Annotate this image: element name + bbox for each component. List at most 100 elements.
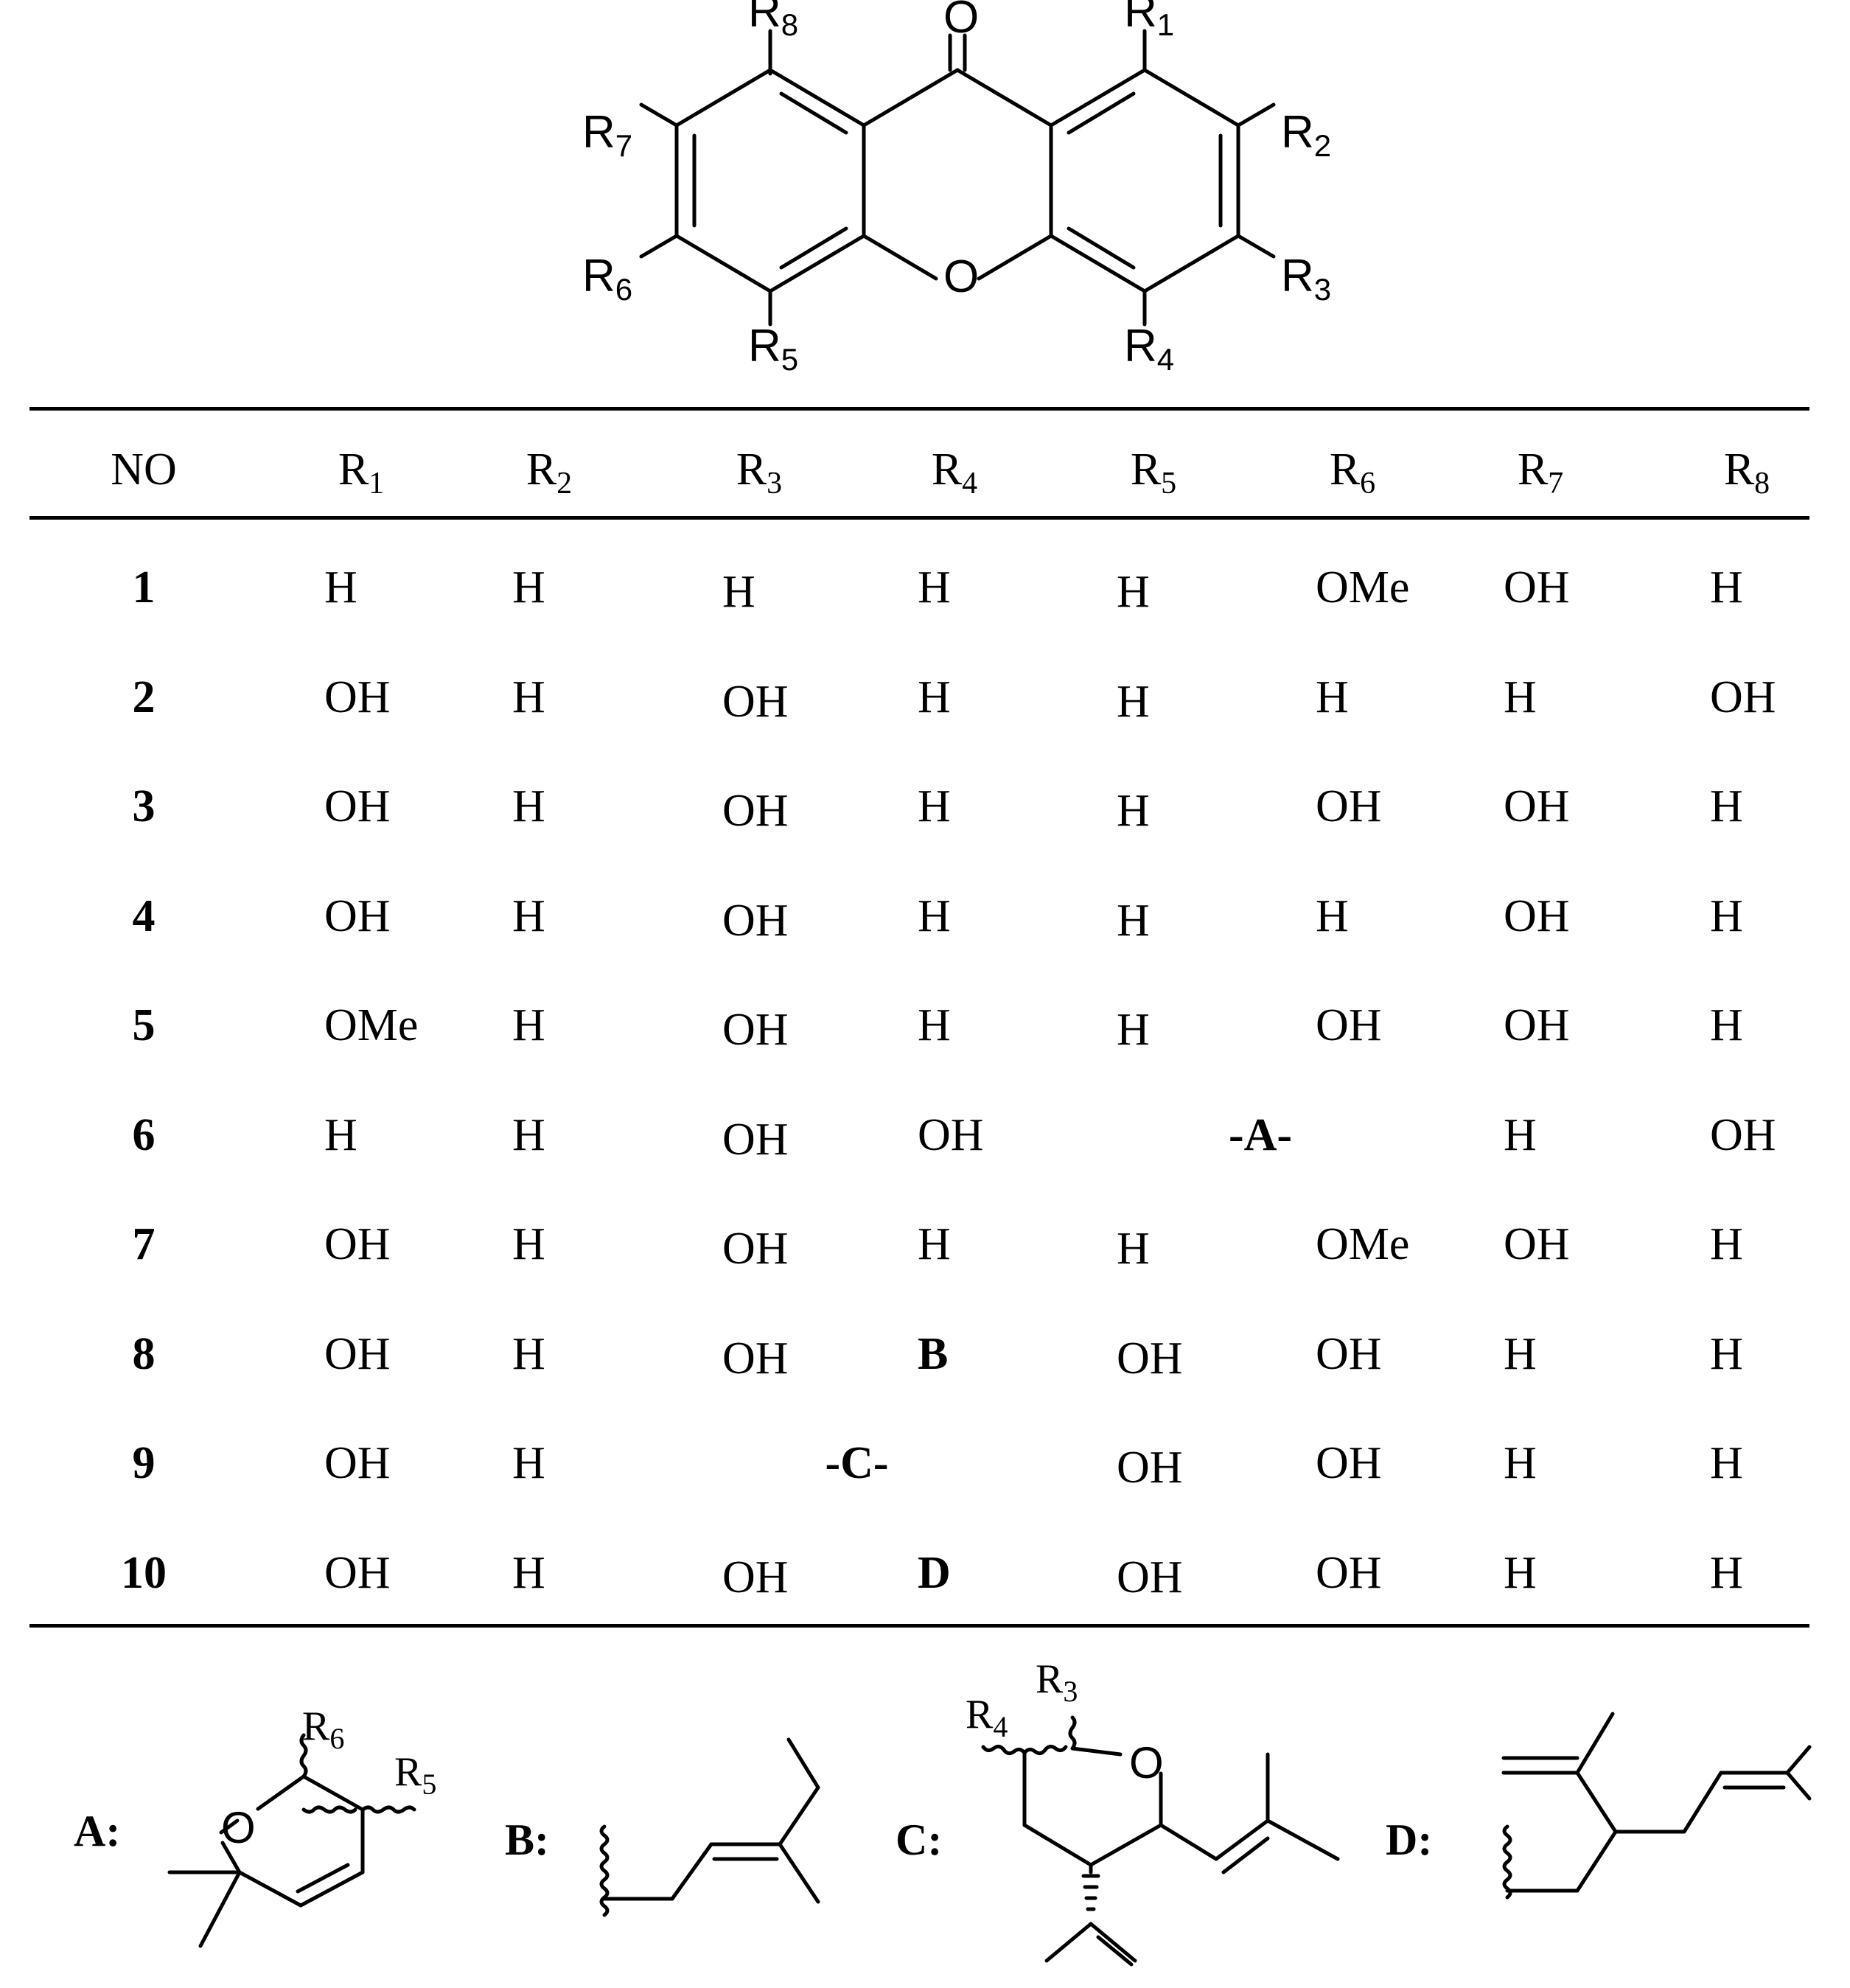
table-header-rule — [29, 516, 1809, 520]
table-cell: H — [1117, 567, 1150, 617]
row-number: 6 — [132, 1109, 156, 1160]
carbonyl-oxygen: O — [943, 0, 979, 43]
table-cell: H — [324, 562, 357, 613]
table-cell: H — [1504, 672, 1537, 722]
row-number: 8 — [132, 1328, 156, 1379]
table-cell: H — [512, 562, 545, 613]
table-cell: H — [1316, 890, 1349, 941]
r6-label: R6 — [582, 251, 632, 307]
header-r7: R7 — [1517, 444, 1564, 501]
table-cell: OH — [1316, 1547, 1382, 1598]
table-cell: OH — [722, 1005, 789, 1055]
table-cell: H — [1710, 562, 1743, 613]
fragment-a-label: A: — [74, 1807, 120, 1855]
table-cell: OH — [324, 1328, 391, 1379]
table-cell: H — [1504, 1438, 1537, 1488]
header-r3: R3 — [736, 444, 783, 501]
fragment-c-label: C: — [896, 1816, 942, 1864]
table-cell: OH — [722, 1552, 789, 1602]
row-number: 3 — [132, 781, 156, 831]
table-cell: -C- — [825, 1438, 889, 1488]
table-cell: H — [918, 672, 951, 722]
table-cell: OH — [1316, 781, 1382, 831]
table-cell: H — [1710, 1000, 1743, 1050]
table-cell: OH — [1316, 1438, 1382, 1488]
row-number: 1 — [132, 562, 156, 613]
table-cell: H — [512, 1328, 545, 1379]
table-cell: H — [1710, 1438, 1743, 1488]
table-cell: H — [1504, 1109, 1537, 1160]
table-cell: OH — [1710, 1109, 1776, 1160]
table-cell: H — [1504, 1547, 1537, 1598]
table-cell: OH — [324, 1547, 391, 1598]
table-cell: OH — [722, 895, 789, 946]
table-cell: OH — [1504, 562, 1570, 613]
header-r1: R1 — [338, 444, 385, 501]
table-cell: OH — [324, 890, 391, 941]
table-cell: H — [918, 890, 951, 941]
table-cell: OMe — [1316, 1219, 1410, 1269]
table-cell: OH — [1316, 1000, 1382, 1050]
table-cell: H — [1710, 1219, 1743, 1269]
table-cell: B — [918, 1328, 949, 1379]
table-cell: -A- — [1228, 1109, 1293, 1160]
header-r8: R8 — [1723, 444, 1770, 501]
table-cell: OH — [722, 1224, 789, 1274]
header-r2: R2 — [526, 444, 573, 501]
table-cell: H — [512, 1219, 545, 1269]
table-cell: H — [918, 562, 951, 613]
table-cell: H — [1117, 676, 1150, 727]
row-number: 10 — [121, 1547, 167, 1598]
r3-label: R3 — [1281, 251, 1331, 307]
r8-label: R8 — [748, 0, 798, 42]
table-cell: H — [512, 781, 545, 831]
table-cell: H — [1316, 672, 1349, 722]
header-r5: R5 — [1130, 444, 1177, 501]
table-cell: H — [512, 890, 545, 941]
r5-label: R5 — [748, 321, 798, 377]
table-bottom-rule — [29, 1624, 1809, 1628]
table-cell: H — [918, 781, 951, 831]
fragment-c-r3: R3 — [1036, 1656, 1078, 1708]
table-cell: OH — [1316, 1328, 1382, 1379]
table-cell: H — [512, 672, 545, 722]
fragment-a — [167, 1733, 416, 1948]
header-r4: R4 — [931, 444, 978, 501]
table-cell: H — [918, 1000, 951, 1050]
fragment-d — [1501, 1712, 1812, 1900]
r4-label: R4 — [1124, 321, 1174, 377]
table-cell: OH — [918, 1109, 984, 1160]
table-cell: OH — [722, 676, 789, 727]
table-cell: H — [1117, 895, 1150, 946]
table-top-rule — [29, 407, 1809, 411]
table-cell: D — [918, 1547, 951, 1598]
r7-label: R7 — [582, 107, 632, 163]
table-cell: OH — [1504, 1000, 1570, 1050]
row-number: 4 — [132, 890, 156, 941]
table-cell: OH — [1504, 890, 1570, 941]
fragment-c-oxygen: O — [1129, 1738, 1164, 1788]
table-cell: H — [1117, 1224, 1150, 1274]
table-cell: H — [722, 567, 755, 617]
table-cell: OH — [324, 672, 391, 722]
table-cell: H — [1710, 781, 1743, 831]
table-cell: H — [324, 1109, 357, 1160]
fragment-c-r4: R4 — [966, 1692, 1008, 1743]
fragment-a-oxygen: O — [221, 1803, 256, 1852]
table-cell: H — [1710, 890, 1743, 941]
table-cell: H — [512, 1438, 545, 1488]
table-cell: H — [512, 1000, 545, 1050]
row-number: 7 — [132, 1219, 156, 1269]
xanthone-scaffold: O O R8 R7 R6 R5 R1 R2 R3 R4 — [582, 0, 1331, 377]
fragment-c — [981, 1715, 1340, 1967]
row-number: 2 — [132, 672, 156, 722]
table-cell: OH — [1504, 781, 1570, 831]
table-cell: H — [1117, 1005, 1150, 1055]
header-no: NO — [111, 444, 177, 495]
ring-oxygen: O — [943, 251, 979, 302]
fragment-a-r5: R5 — [394, 1749, 436, 1801]
fragment-structures: A: B: C: D: O R6 R5 — [74, 1656, 1812, 1967]
table-cell: OH — [324, 1219, 391, 1269]
